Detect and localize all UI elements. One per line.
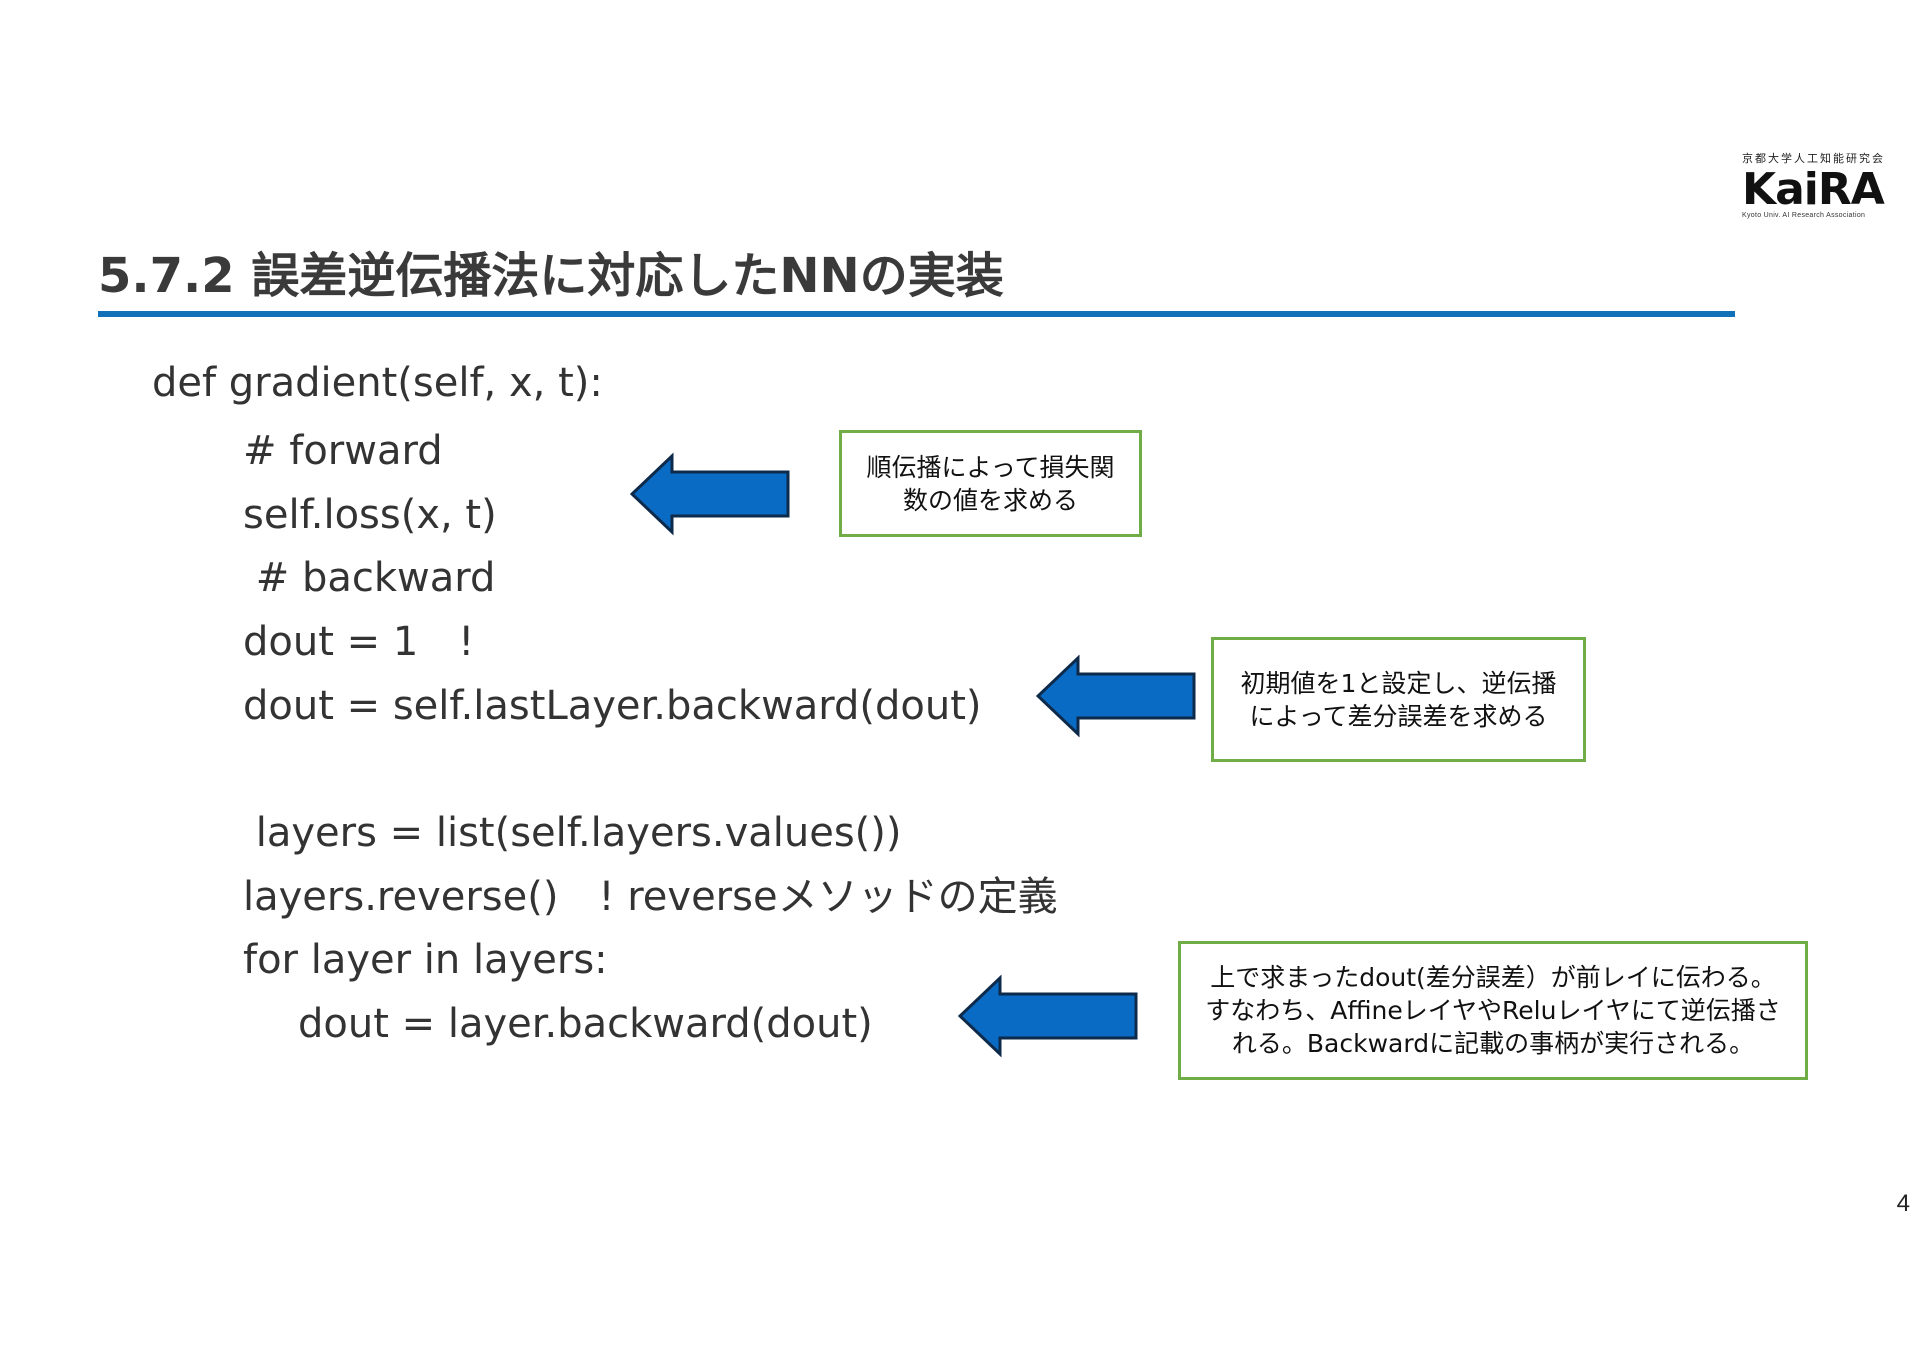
code-line-7: layers = list(self.layers.values()) — [243, 810, 902, 856]
left-arrow-icon — [958, 974, 1138, 1058]
code-line-10: dout = layer.backward(dout) — [298, 1001, 873, 1047]
left-arrow-icon — [1036, 654, 1196, 738]
note-backward-init: 初期値を1と設定し、逆伝播 によって差分誤差を求める — [1211, 637, 1586, 762]
code-line-2: # forward — [243, 428, 443, 474]
left-arrow-icon — [630, 452, 790, 536]
code-line-9: for layer in layers: — [243, 937, 608, 983]
logo-main-text: KaiRA — [1742, 164, 1885, 215]
code-line-6: dout = self.lastLayer.backward(dout) — [243, 683, 982, 729]
note-forward: 順伝播によって損失関 数の値を求める — [839, 430, 1142, 537]
logo-top-text: 京都大学人工知能研究会 — [1742, 153, 1885, 165]
page-number: 4 — [1896, 1190, 1910, 1217]
code-line-8: layers.reverse() ! reverseメソッドの定義 — [243, 874, 1058, 920]
code-line-4: # backward — [243, 555, 496, 601]
slide-title: 5.7.2 誤差逆伝播法に対応したNNの実装 — [98, 248, 1004, 304]
code-line-5: dout = 1 ! — [243, 619, 475, 665]
code-line-3: self.loss(x, t) — [243, 492, 497, 538]
kaira-logo: 京都大学人工知能研究会 KaiRA Kyoto Univ. AI Researc… — [1742, 150, 1912, 219]
note-layer-backward: 上で求まったdout(差分誤差）が前レイに伝わる。 すなわち、Affineレイヤ… — [1178, 941, 1808, 1080]
logo-sub-text: Kyoto Univ. AI Research Association — [1742, 212, 1866, 219]
code-line-1: def gradient(self, x, t): — [152, 360, 603, 406]
title-underline — [98, 311, 1735, 317]
